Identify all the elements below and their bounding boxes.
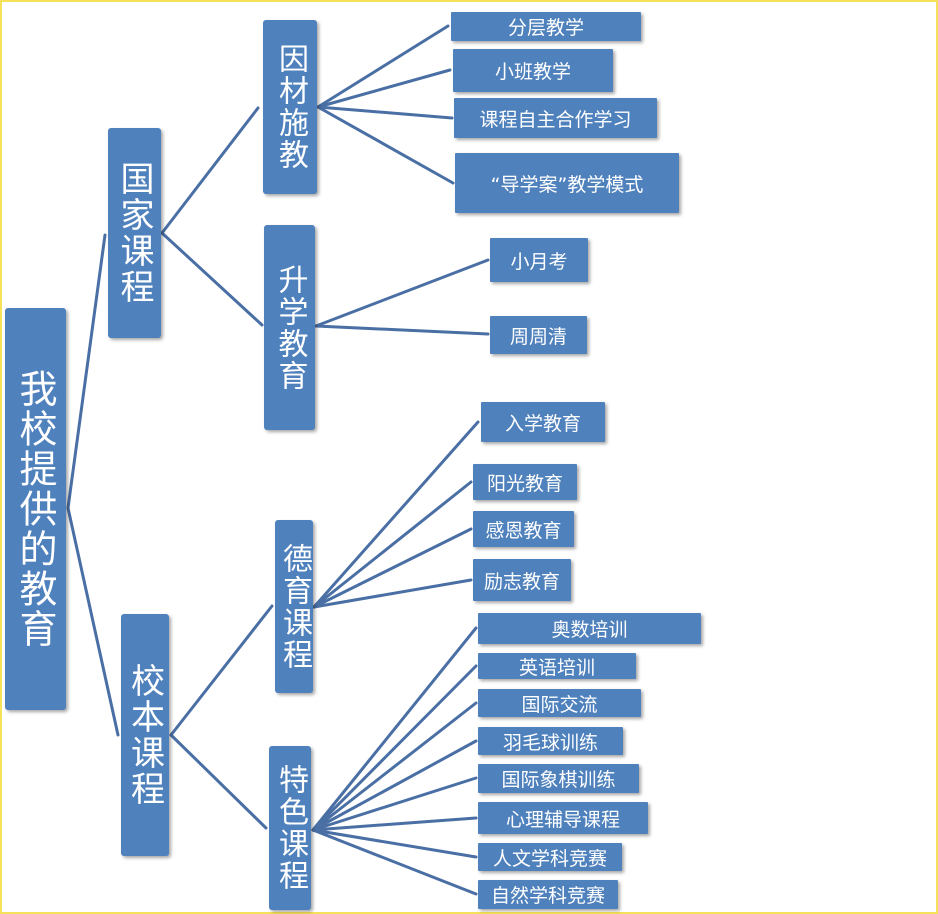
link-root-guojia (66, 233, 107, 510)
node-tese-kecheng: 特色课程 (269, 746, 311, 910)
node-shengxue-jiaoyu: 升学教育 (264, 225, 315, 430)
link-tese-1 (311, 626, 478, 832)
link-deyu-4 (312, 578, 473, 609)
link-deyu-1 (312, 420, 480, 609)
leaf-guoji-xiangqi: 国际象棋训练 (478, 764, 639, 793)
link-tese-4 (311, 739, 478, 832)
link-shengxue-2 (314, 324, 490, 336)
link-deyu-3 (312, 527, 473, 609)
leaf-fenceng-jiaoxue: 分层教学 (451, 12, 641, 41)
root-node: 我校提供的教育 (5, 308, 66, 710)
leaf-xiaoban-jiaoxue: 小班教学 (453, 49, 613, 92)
link-yincai-2 (316, 68, 452, 109)
leaf-xinli-fudao: 心理辅导课程 (478, 802, 648, 834)
leaf-daoxuean: “导学案”教学模式 (455, 153, 679, 213)
node-yincai-shijiao: 因材施教 (263, 20, 317, 194)
leaf-ganen-jiaoyu: 感恩教育 (473, 511, 574, 547)
leaf-ziran-jingsai: 自然学科竞赛 (478, 880, 618, 909)
link-tese-5 (311, 776, 478, 832)
leaf-lizhi-jiaoyu: 励志教育 (473, 559, 571, 601)
node-guojia-kecheng: 国家课程 (108, 128, 161, 338)
link-tese-7 (311, 828, 478, 859)
link-yincai-3 (316, 105, 454, 120)
link-tese-2 (311, 664, 478, 832)
node-deyu-kecheng: 德育课程 (275, 520, 313, 693)
link-tese-6 (311, 816, 478, 832)
link-tese-8 (311, 828, 478, 896)
link-yincai-4 (316, 105, 455, 185)
leaf-guoji-jiaoliu: 国际交流 (478, 689, 641, 717)
leaf-zhouzhouqing: 周周清 (490, 316, 587, 354)
link-xiaoben-deyu (169, 604, 274, 737)
link-tese-3 (311, 701, 478, 832)
leaf-aoshu-peixun: 奥数培训 (478, 613, 701, 644)
leaf-yangguang-jiaoyu: 阳光教育 (473, 464, 577, 500)
leaf-yumaoqiu: 羽毛球训练 (478, 727, 623, 755)
link-yincai-1 (316, 24, 450, 109)
link-deyu-2 (312, 480, 473, 609)
link-guojia-shengxue (160, 231, 264, 327)
leaf-renwen-jingsai: 人文学科竞赛 (478, 843, 622, 871)
node-xiaoben-kecheng: 校本课程 (121, 614, 169, 856)
link-xiaoben-tese (169, 733, 268, 830)
link-shengxue-1 (314, 258, 490, 328)
leaf-kecheng-zizhu: 课程自主合作学习 (454, 98, 657, 138)
link-guojia-yincai (160, 106, 260, 235)
leaf-ruxue-jiaoyu: 入学教育 (481, 402, 605, 442)
link-root-xiaoben (66, 506, 120, 737)
leaf-xiaoyuekao: 小月考 (490, 238, 588, 282)
leaf-yingyu-peixun: 英语培训 (478, 653, 636, 679)
